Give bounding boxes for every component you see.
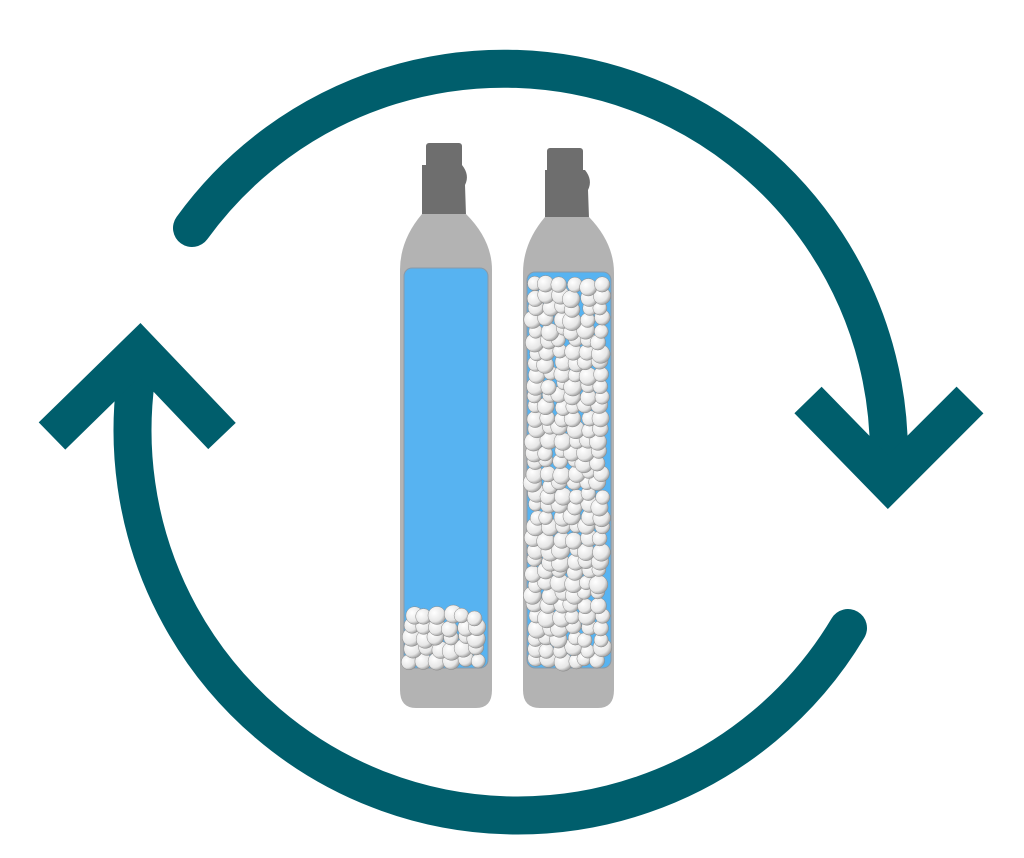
bubble xyxy=(470,653,486,669)
cycle-arrows-icon xyxy=(38,49,984,835)
co2-cylinder-full xyxy=(522,148,614,708)
bubble xyxy=(552,466,571,485)
bubble xyxy=(595,489,611,505)
co2-bubbles xyxy=(522,275,613,672)
bubble xyxy=(562,290,581,309)
bubble xyxy=(540,379,557,396)
bubble xyxy=(593,324,609,339)
bubble xyxy=(590,597,607,615)
bubble xyxy=(466,610,483,627)
bottom-arc-arrow xyxy=(113,336,867,835)
right-arrowhead xyxy=(794,386,984,510)
bubble xyxy=(550,276,567,293)
bubble xyxy=(538,643,555,659)
top-arc-arrow xyxy=(173,49,908,499)
bubble xyxy=(441,620,458,638)
co2-cylinder-empty xyxy=(400,143,492,708)
bubble xyxy=(564,532,583,550)
cylinder-valve xyxy=(422,165,467,215)
left-arrowhead xyxy=(38,322,236,450)
bubble xyxy=(594,276,611,293)
cylinder-valve xyxy=(545,170,590,218)
bubble xyxy=(579,278,598,297)
bubble xyxy=(592,543,611,562)
co2-bubbles xyxy=(401,604,487,671)
bubble xyxy=(453,607,470,624)
bubble xyxy=(427,606,447,625)
